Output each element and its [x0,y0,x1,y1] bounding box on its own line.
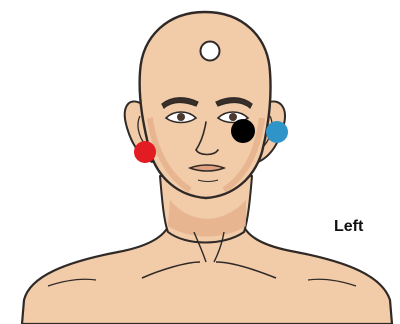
red-electrode-dot [134,141,156,163]
side-label: Left [334,218,363,236]
mouth [190,165,224,171]
white-electrode-dot [201,42,220,61]
black-electrode-dot [231,119,255,143]
blue-electrode-dot [266,121,288,143]
